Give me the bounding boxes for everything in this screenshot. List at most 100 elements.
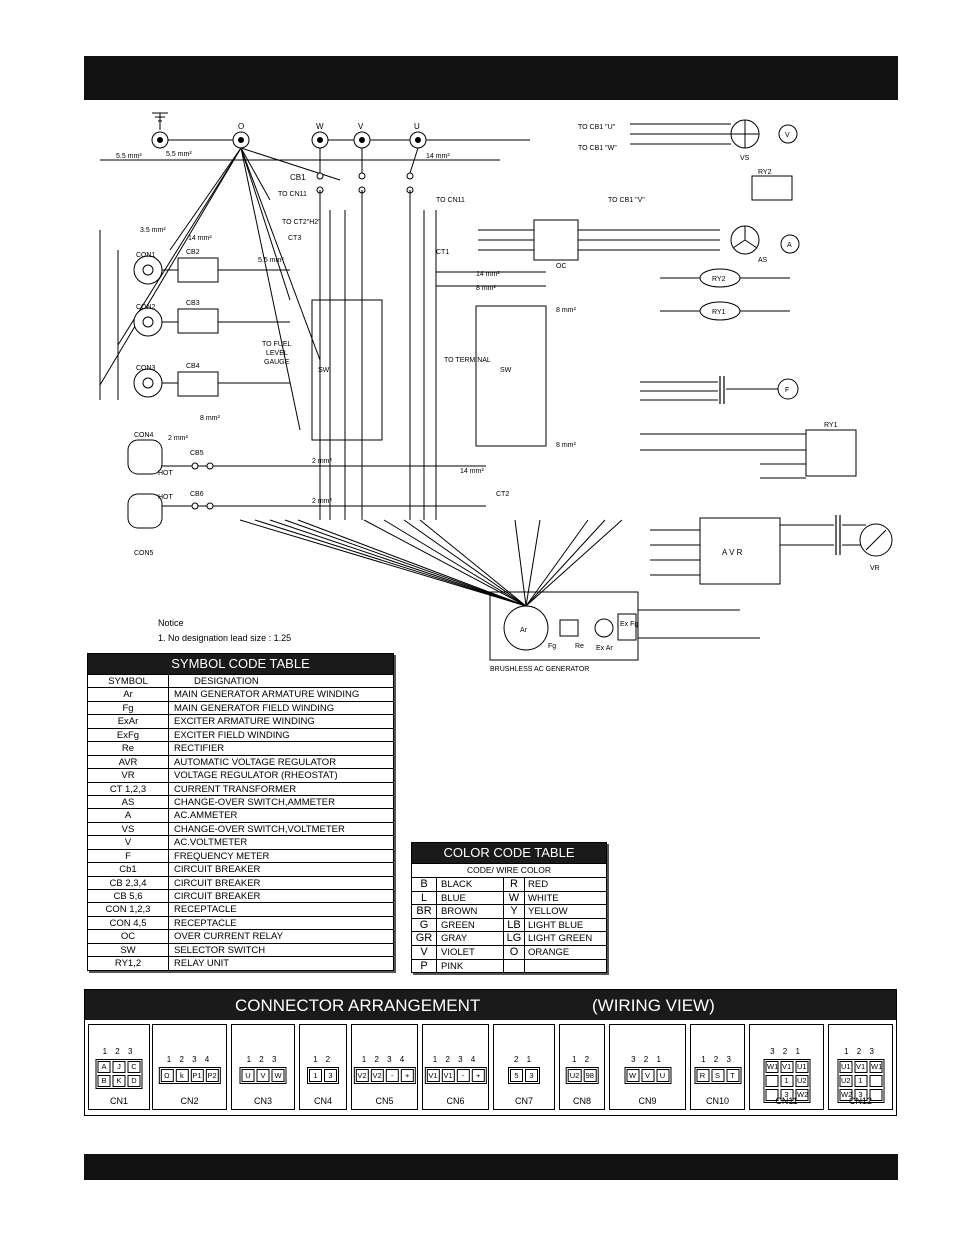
- svg-text:TO CN11: TO CN11: [278, 191, 307, 198]
- connector-pin: 98: [583, 1069, 597, 1082]
- svg-text:CB3: CB3: [186, 300, 200, 307]
- svg-text:Ex Fg: Ex Fg: [620, 621, 638, 628]
- connector-name: CN9: [638, 1096, 657, 1106]
- svg-text:TO FUEL: TO FUEL: [262, 341, 292, 348]
- color-code-cell: G: [412, 918, 437, 932]
- svg-text:CON5: CON5: [134, 550, 154, 557]
- svg-text:TO CT2"H2": TO CT2"H2": [282, 219, 321, 226]
- symbol-cell: OC: [88, 930, 169, 943]
- symbol-cell: CON 4,5: [88, 916, 169, 930]
- svg-text:CB6: CB6: [190, 491, 204, 498]
- connector-pin: V2: [355, 1069, 369, 1082]
- svg-text:TO CN11: TO CN11: [436, 197, 465, 204]
- connector-pin: 3: [780, 1089, 793, 1101]
- connector-title: CONNECTOR ARRANGEMENT: [235, 996, 481, 1015]
- svg-text:TO CB1 "W": TO CB1 "W": [578, 145, 617, 152]
- color-code-cell: [504, 959, 525, 973]
- svg-text:AS: AS: [758, 257, 768, 264]
- cb2-cb4-breakers: [99, 230, 290, 400]
- connector-pin: B: [97, 1075, 111, 1087]
- designation-cell: SELECTOR SWITCH: [174, 944, 266, 956]
- symbol-cell: ExAr: [88, 715, 169, 728]
- connector-pin: V2: [370, 1069, 384, 1082]
- connector-pin: -: [456, 1069, 470, 1082]
- connector-pin: 5: [510, 1069, 523, 1082]
- connector-pin-numbers: 3 2 1: [631, 1055, 664, 1064]
- symbol-cell: AVR: [88, 755, 169, 769]
- designation-cell: AUTOMATIC VOLTAGE REGULATOR: [174, 756, 337, 768]
- svg-text:RY1: RY1: [712, 309, 726, 316]
- svg-text:2 mm²: 2 mm²: [168, 435, 189, 442]
- symbol-cell: Cb1: [88, 863, 169, 876]
- designation-cell: FREQUENCY METER: [174, 850, 270, 862]
- svg-text:CB4: CB4: [186, 363, 200, 370]
- connector-name: CN5: [375, 1096, 394, 1106]
- designation-cell: CURRENT TRANSFORMER: [174, 783, 297, 795]
- svg-text:3.5 mm²: 3.5 mm²: [140, 227, 166, 234]
- svg-text:SW: SW: [318, 367, 330, 374]
- svg-text:8 mm²: 8 mm²: [476, 285, 497, 292]
- color-name-cell: GRAY: [437, 932, 504, 945]
- ground-icon: [152, 112, 168, 130]
- connector-pin: V1: [854, 1061, 867, 1073]
- notice-line: 1. No designation lead size : 1.25: [158, 633, 292, 643]
- svg-text:5.5 mm²: 5.5 mm²: [116, 153, 142, 160]
- symbol-cell: Re: [88, 742, 169, 755]
- designation-cell: EXCITER ARMATURE WINDING: [174, 716, 315, 728]
- con1-receptacle: [133, 255, 163, 285]
- connector-pin: W: [271, 1069, 285, 1082]
- connector-name: CN7: [514, 1096, 533, 1106]
- svg-text:Re: Re: [575, 643, 584, 650]
- generator-leads: [239, 519, 623, 607]
- color-name-cell: YELLOW: [528, 906, 568, 918]
- connector-pin: V1: [441, 1069, 455, 1082]
- ct3-label: CT3: [288, 235, 301, 242]
- cb1-switch: [316, 147, 419, 194]
- svg-text:LEVEL: LEVEL: [266, 350, 288, 357]
- connector-pin: [869, 1075, 882, 1087]
- color-code-cell: V: [412, 945, 437, 959]
- color-name-cell: BLUE: [437, 891, 504, 905]
- color-name-cell: PINK: [437, 959, 504, 973]
- svg-text:8 mm²: 8 mm²: [556, 442, 577, 449]
- svg-text:A: A: [787, 242, 792, 249]
- terminal-row: [151, 131, 427, 149]
- terminal-label-v: V: [358, 122, 364, 131]
- svg-text:14 mm²: 14 mm²: [188, 235, 212, 242]
- symbol-cell: AS: [88, 795, 169, 809]
- connector-pin: K: [112, 1075, 126, 1087]
- svg-text:2 mm²: 2 mm²: [312, 458, 333, 465]
- connector-pin: +: [400, 1069, 414, 1082]
- color-name-cell: LIGHT GREEN: [528, 933, 593, 945]
- svg-text:BRUSHLESS AC GENERATOR: BRUSHLESS AC GENERATOR: [490, 666, 589, 673]
- vertical-bus: [319, 190, 437, 520]
- connector-pin: 1: [309, 1069, 322, 1082]
- symbol-cell: CB 5,6: [88, 890, 169, 903]
- con5-receptacle: [127, 493, 163, 529]
- connector-pin: W1: [765, 1061, 779, 1073]
- svg-text:CB2: CB2: [186, 249, 200, 256]
- connector-name: CN2: [180, 1096, 199, 1106]
- wiring-diagram: O W V U 5.5 mm² 5.5 mm² 14 mm² CB1 TO CN…: [99, 112, 893, 673]
- svg-text:5.5 mm²: 5.5 mm²: [166, 151, 192, 158]
